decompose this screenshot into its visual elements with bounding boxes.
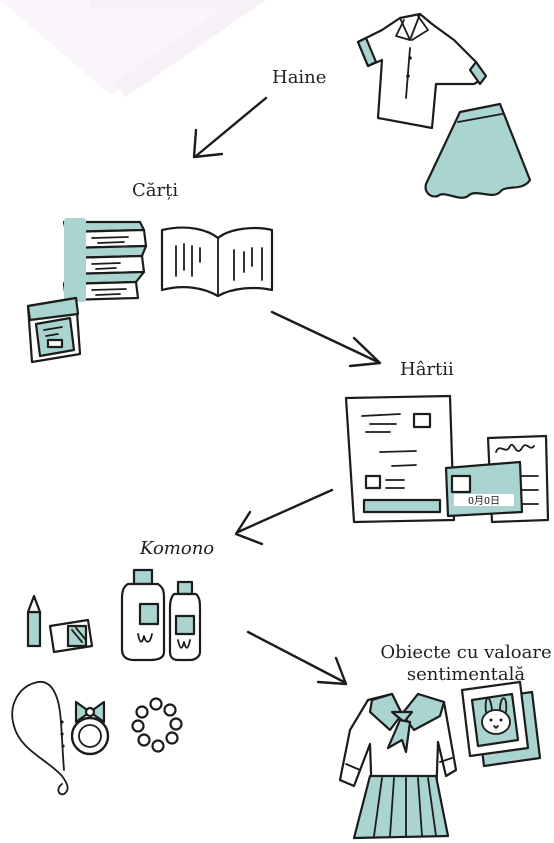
sentimental-items-icon [338, 680, 542, 840]
label-obiecte-line1: Obiecte cu valoare [380, 642, 552, 663]
label-haine: Haine [272, 67, 327, 88]
watermark [0, 0, 266, 98]
bracelet-icon [131, 697, 183, 753]
paper-card-date: O月O日 [468, 495, 500, 507]
arrow-carti-to-hartii [270, 310, 382, 368]
papers-icon: O月O日 [344, 394, 550, 524]
komono-icon [11, 568, 202, 796]
label-komono: Komono [140, 538, 215, 559]
arrow-hartii-to-komono [234, 488, 334, 546]
arrow-haine-to-carti [192, 96, 268, 159]
books-icon [26, 218, 274, 364]
label-hartii: Hârtii [400, 359, 454, 380]
label-carti: Cărți [132, 180, 179, 201]
label-obiecte-line2: sentimentală [406, 664, 526, 685]
arrow-komono-to-obiecte [246, 630, 348, 686]
clothes-icon [356, 12, 532, 199]
